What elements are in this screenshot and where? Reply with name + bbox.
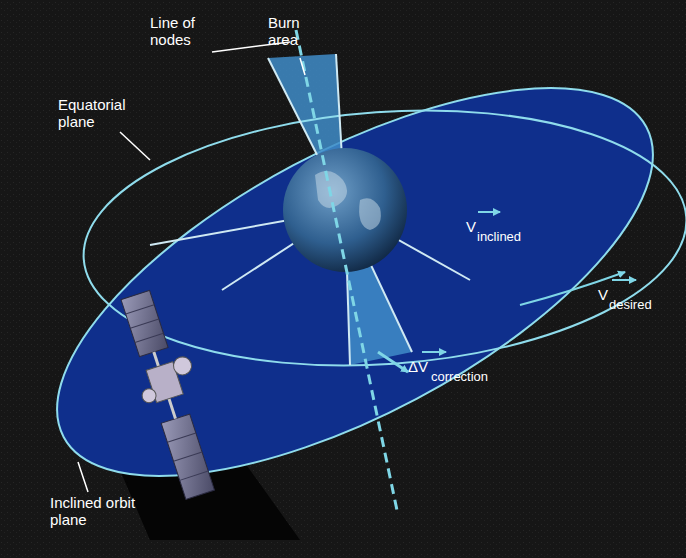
burn-area-label: Burn area xyxy=(268,14,328,48)
delta-v-subscript: correction xyxy=(431,368,488,385)
velocity-subscript: inclined xyxy=(477,228,521,245)
velocity-subscript: desired xyxy=(609,296,652,313)
velocity-symbol: V xyxy=(466,218,476,235)
velocity-symbol: V xyxy=(598,286,608,303)
orbit-plane-label: Inclined orbit plane xyxy=(50,494,140,528)
equatorial-plane-label: Equatorial plane xyxy=(58,96,148,130)
delta-v-symbol: ΔV xyxy=(408,358,428,375)
line-of-nodes-label: Line of nodes xyxy=(150,14,230,48)
